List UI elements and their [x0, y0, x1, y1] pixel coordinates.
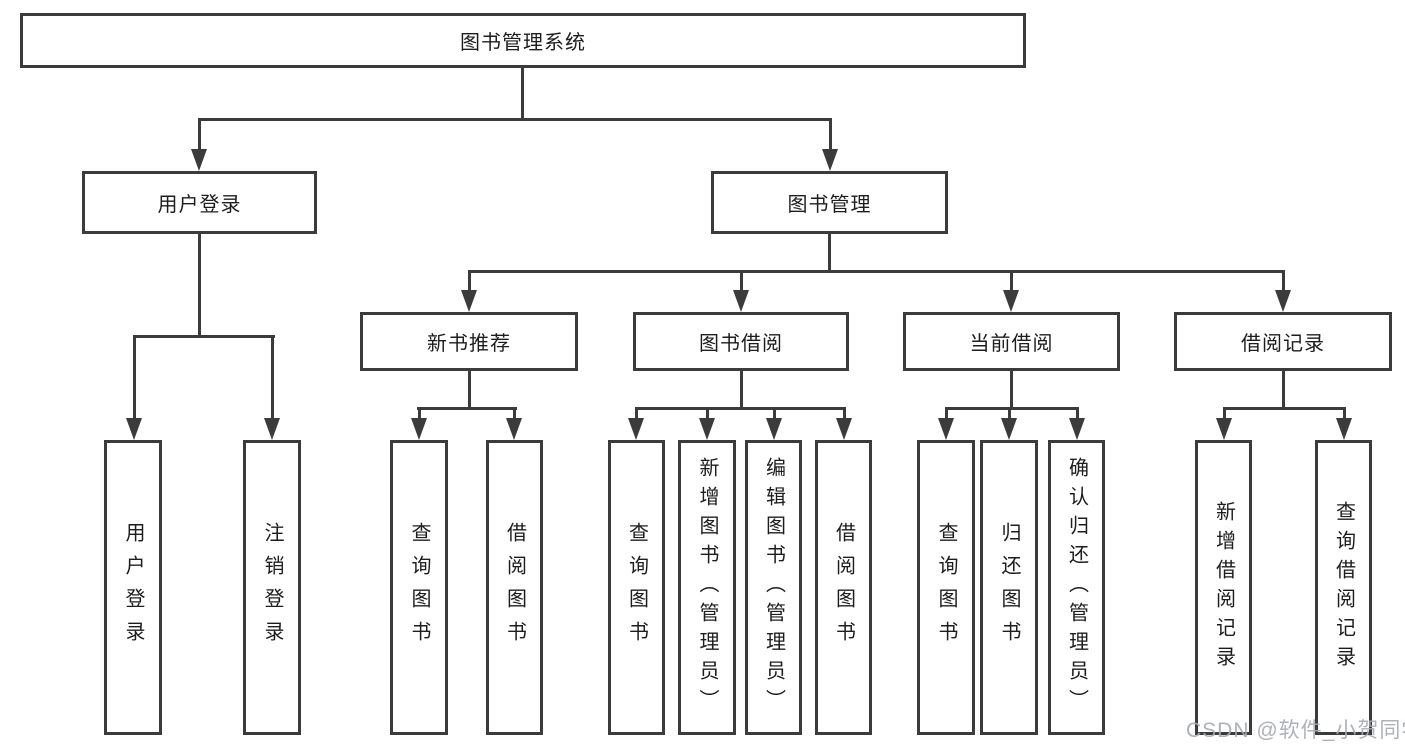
- connector-line: [468, 371, 471, 409]
- connector-line: [198, 234, 201, 338]
- leaf-logout-login-label: 注销登录: [261, 521, 283, 654]
- arrow-down-icon: [461, 290, 477, 312]
- leaf-bb-edit-book-admin: 编辑图书（管理员）: [745, 440, 802, 735]
- connector-line: [945, 407, 948, 420]
- leaf-br-add-record: 新增借阅记录: [1195, 440, 1252, 735]
- leaf-br-query-record: 查询借阅记录: [1315, 440, 1372, 735]
- connector-line: [1282, 270, 1285, 293]
- leaf-bb-query-book-label: 查询图书: [625, 521, 648, 654]
- connector-line: [521, 68, 524, 120]
- arrow-down-icon: [733, 290, 749, 312]
- leaf-nbr-query-book-label: 查询图书: [408, 521, 430, 654]
- node-book-borrow-label: 图书借阅: [699, 333, 783, 355]
- leaf-nbr-query-book: 查询图书: [390, 440, 448, 735]
- connector-line: [1010, 371, 1013, 409]
- arrow-down-icon: [1001, 418, 1017, 440]
- connector-line: [740, 371, 743, 409]
- connector-line: [468, 270, 1285, 273]
- connector-line: [1010, 270, 1013, 293]
- leaf-cb-return-book-label: 归还图书: [998, 521, 1020, 654]
- connector-line: [1076, 407, 1079, 420]
- leaf-bb-edit-book-admin-label: 编辑图书（管理员）: [762, 457, 785, 718]
- node-root: 图书管理系统: [20, 13, 1026, 68]
- arrow-down-icon: [411, 418, 427, 440]
- arrow-down-icon: [836, 418, 852, 440]
- watermark: CSDN @软件_小贺同学: [1186, 719, 1405, 742]
- arrow-down-icon: [699, 418, 715, 440]
- arrow-down-icon: [126, 418, 142, 440]
- arrow-down-icon: [766, 418, 782, 440]
- connector-line: [1282, 371, 1285, 409]
- leaf-bb-add-book-admin-label: 新增图书（管理员）: [696, 457, 718, 718]
- leaf-nbr-borrow-book-label: 借阅图书: [503, 521, 526, 654]
- arrow-down-icon: [938, 418, 954, 440]
- leaf-cb-query-book-label: 查询图书: [935, 521, 957, 654]
- arrow-down-icon: [822, 149, 838, 171]
- node-user-login-label: 用户登录: [157, 194, 242, 216]
- leaf-cb-confirm-return-admin: 确认归还（管理员）: [1048, 440, 1105, 735]
- leaf-bb-add-book-admin: 新增图书（管理员）: [678, 440, 736, 735]
- connector-line: [133, 335, 275, 338]
- node-book-management: 图书管理: [711, 171, 948, 234]
- connector-line: [198, 118, 201, 154]
- leaf-nbr-borrow-book: 借阅图书: [486, 440, 543, 735]
- connector-line: [513, 407, 516, 420]
- node-book-management-label: 图书管理: [787, 194, 872, 216]
- arrow-down-icon: [1003, 290, 1019, 312]
- connector-line: [271, 335, 274, 420]
- connector-line: [198, 118, 832, 121]
- connector-line: [468, 270, 471, 293]
- node-new-book-recommend-label: 新书推荐: [427, 333, 511, 355]
- leaf-user-login-label: 用户登录: [122, 521, 144, 654]
- node-new-book-recommend: 新书推荐: [360, 312, 578, 371]
- arrow-down-icon: [191, 149, 207, 171]
- leaf-logout-login: 注销登录: [243, 440, 301, 735]
- connector-line: [1008, 407, 1011, 420]
- connector-line: [1343, 407, 1346, 420]
- connector-line: [1223, 407, 1345, 410]
- arrow-down-icon: [264, 418, 280, 440]
- leaf-user-login: 用户登录: [104, 440, 162, 735]
- node-root-label: 图书管理系统: [460, 32, 586, 54]
- connector-line: [635, 407, 638, 420]
- leaf-br-query-record-label: 查询借阅记录: [1332, 500, 1355, 675]
- node-book-borrow: 图书借阅: [633, 312, 849, 371]
- connector-line: [706, 407, 709, 420]
- leaf-cb-return-book: 归还图书: [980, 440, 1038, 735]
- connector-line: [773, 407, 776, 420]
- node-current-borrow: 当前借阅: [903, 312, 1120, 371]
- arrow-down-icon: [1336, 418, 1352, 440]
- connector-line: [418, 407, 421, 420]
- node-borrow-records: 借阅记录: [1174, 312, 1392, 371]
- arrow-down-icon: [506, 418, 522, 440]
- connector-line: [843, 407, 846, 420]
- connector-line: [417, 407, 517, 410]
- arrow-down-icon: [1069, 418, 1085, 440]
- arrow-down-icon: [1275, 290, 1291, 312]
- leaf-bb-query-book: 查询图书: [608, 440, 665, 735]
- leaf-cb-query-book: 查询图书: [917, 440, 975, 735]
- leaf-br-add-record-label: 新增借阅记录: [1212, 500, 1235, 675]
- connector-line: [133, 335, 136, 420]
- node-current-borrow-label: 当前借阅: [969, 333, 1054, 355]
- arrow-down-icon: [628, 418, 644, 440]
- connector-line: [945, 407, 1079, 410]
- leaf-bb-borrow-book: 借阅图书: [815, 440, 872, 735]
- leaf-cb-confirm-return-admin-label: 确认归还（管理员）: [1065, 457, 1088, 718]
- leaf-bb-borrow-book-label: 借阅图书: [832, 521, 855, 654]
- node-borrow-records-label: 借阅记录: [1241, 333, 1325, 355]
- node-user-login: 用户登录: [82, 171, 317, 234]
- connector-line: [1223, 407, 1226, 420]
- connector-line: [740, 270, 743, 293]
- arrow-down-icon: [1216, 418, 1232, 440]
- connector-line: [829, 118, 832, 154]
- connector-line: [635, 407, 846, 410]
- connector-line: [828, 234, 831, 272]
